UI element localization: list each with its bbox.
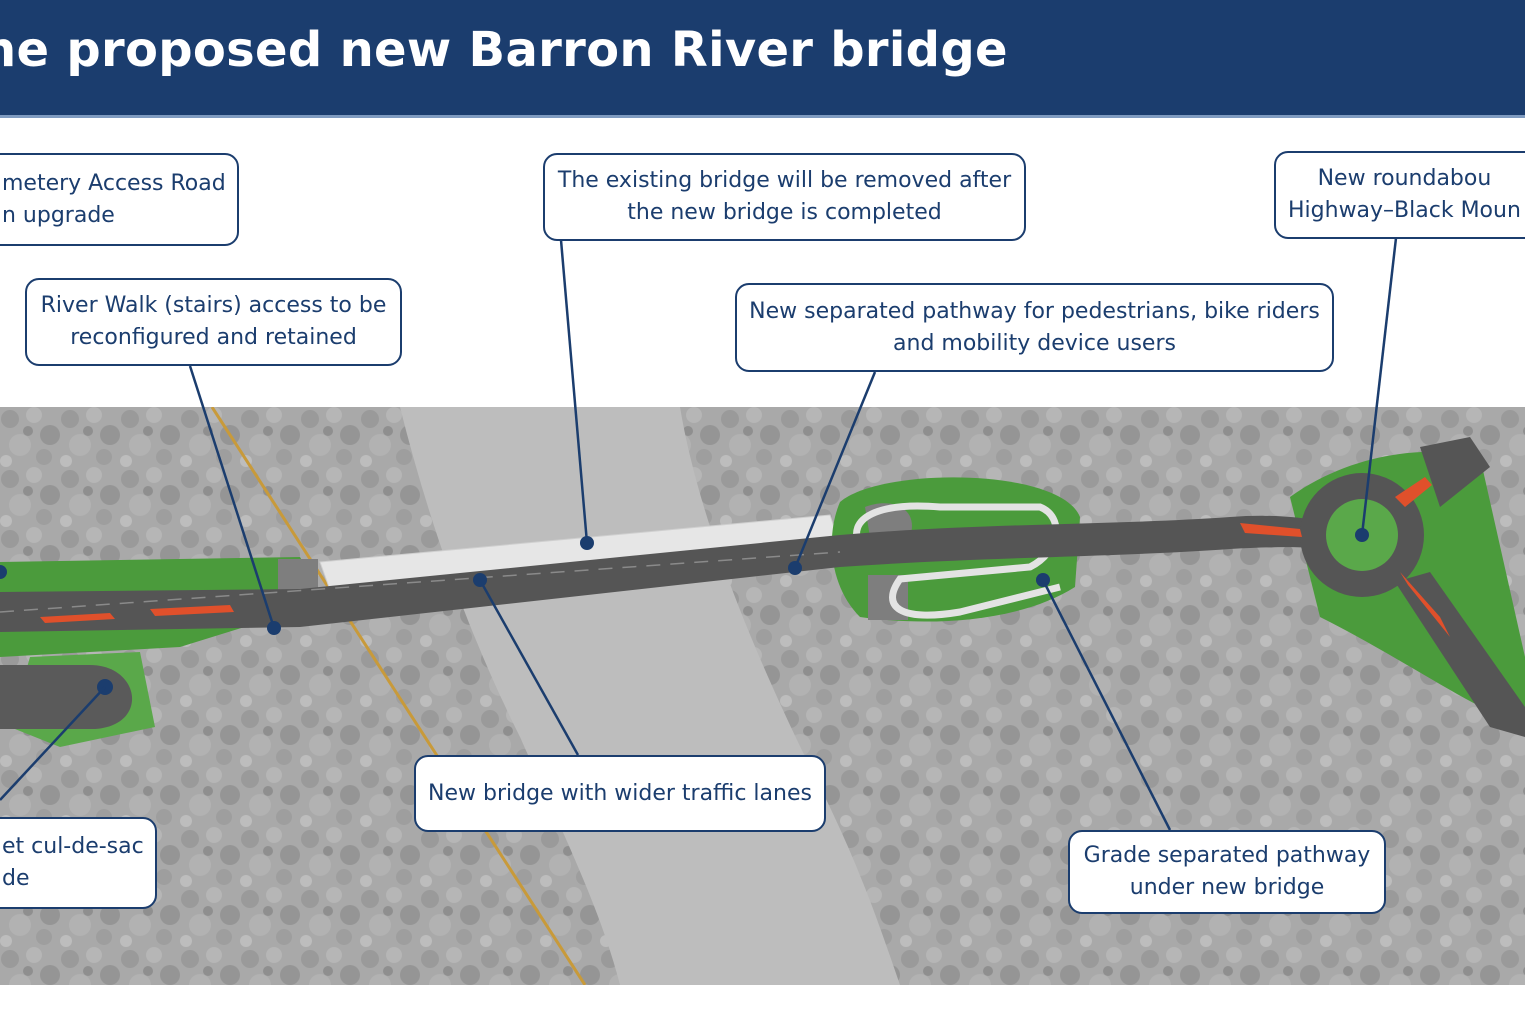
callout-line: under new bridge bbox=[1129, 875, 1325, 900]
callout-cemetery-access-road: metery Access Road n upgrade bbox=[0, 153, 239, 246]
callout-line: et cul-de-sac bbox=[2, 834, 144, 859]
callout-river-walk: River Walk (stairs) access to be reconfi… bbox=[25, 278, 402, 366]
page-title: he proposed new Barron River bridge bbox=[0, 22, 1008, 78]
aerial-map bbox=[0, 407, 1525, 985]
median-left-1 bbox=[40, 613, 115, 623]
callout-line: and mobility device users bbox=[893, 330, 1176, 356]
grade-pathway-marker bbox=[1036, 573, 1050, 587]
callout-line: metery Access Road bbox=[2, 170, 226, 196]
median-left-2 bbox=[150, 605, 234, 616]
callout-line: de bbox=[2, 866, 30, 891]
splitter-island-north bbox=[1395, 477, 1432, 507]
cemetery-marker bbox=[0, 565, 7, 579]
splitter-island-west bbox=[1240, 523, 1302, 537]
callout-existing-bridge: The existing bridge will be removed afte… bbox=[543, 153, 1026, 241]
new-bridge-marker bbox=[473, 573, 487, 587]
callout-line: Grade separated pathway bbox=[1083, 843, 1371, 868]
highway-south bbox=[1395, 572, 1525, 737]
riverwalk-marker bbox=[267, 621, 281, 635]
callout-line: The existing bridge will be removed afte… bbox=[557, 168, 1012, 193]
culdesac-road bbox=[0, 665, 133, 729]
callout-line: Highway–Black Moun bbox=[1288, 198, 1521, 223]
callout-new-bridge: New bridge with wider traffic lanes bbox=[414, 755, 826, 832]
callout-line: New bridge with wider traffic lanes bbox=[428, 780, 812, 806]
callout-line: New roundabou bbox=[1317, 166, 1492, 191]
callout-grade-separated-pathway: Grade separated pathway under new bridge bbox=[1068, 830, 1386, 914]
callout-line: reconfigured and retained bbox=[70, 325, 357, 350]
callout-cul-de-sac: et cul-de-sac de bbox=[0, 817, 157, 909]
callout-line: New separated pathway for pedestrians, b… bbox=[749, 298, 1320, 324]
power-line bbox=[210, 407, 587, 985]
aerial-map-graphic bbox=[0, 407, 1525, 985]
splitter-island-south bbox=[1400, 572, 1450, 637]
road-lane-marking bbox=[0, 551, 841, 613]
callout-line: River Walk (stairs) access to be bbox=[40, 293, 387, 318]
pathway-marker bbox=[788, 561, 802, 575]
title-banner: he proposed new Barron River bridge bbox=[0, 0, 1525, 118]
callout-line: the new bridge is completed bbox=[627, 200, 942, 225]
existing-bridge-marker bbox=[580, 536, 594, 550]
callout-separated-pathway: New separated pathway for pedestrians, b… bbox=[735, 283, 1334, 372]
main-road bbox=[0, 515, 1345, 632]
highway-north bbox=[1420, 437, 1490, 507]
callout-line: n upgrade bbox=[2, 202, 115, 228]
callout-new-roundabout: New roundabou Highway–Black Moun bbox=[1274, 151, 1525, 239]
roundabout-marker bbox=[1355, 528, 1369, 542]
